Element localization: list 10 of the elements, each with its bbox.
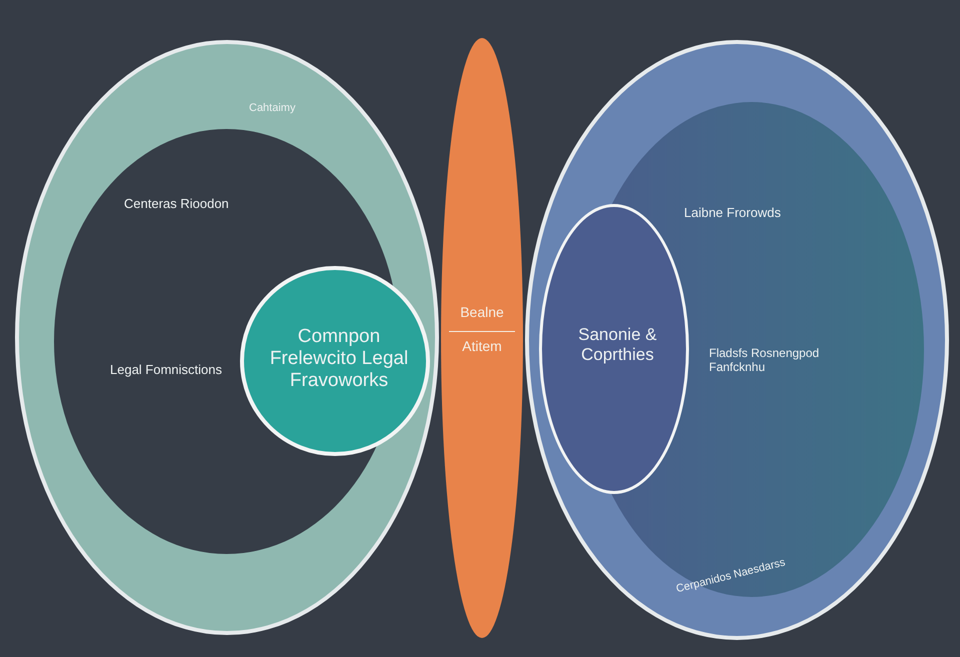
heading: Cahtaimy	[249, 102, 296, 114]
heading: Sanonie & Coprthies	[577, 325, 658, 365]
heading: Laibne Frorowds	[684, 205, 782, 220]
section-label: Legal Fomnisctions	[110, 362, 223, 377]
heading: Comnpon Frelewcito Legal Fravoworks	[268, 326, 410, 392]
section-label: Centeras Rioodon	[124, 196, 230, 211]
section-label: Atitem	[461, 338, 503, 354]
section-label: Fladsfs Rosnengpod Fanfcknhu	[709, 346, 820, 374]
section-label: Cerpanidos Naesdarss	[674, 555, 788, 596]
heading: Bealne	[459, 304, 505, 320]
